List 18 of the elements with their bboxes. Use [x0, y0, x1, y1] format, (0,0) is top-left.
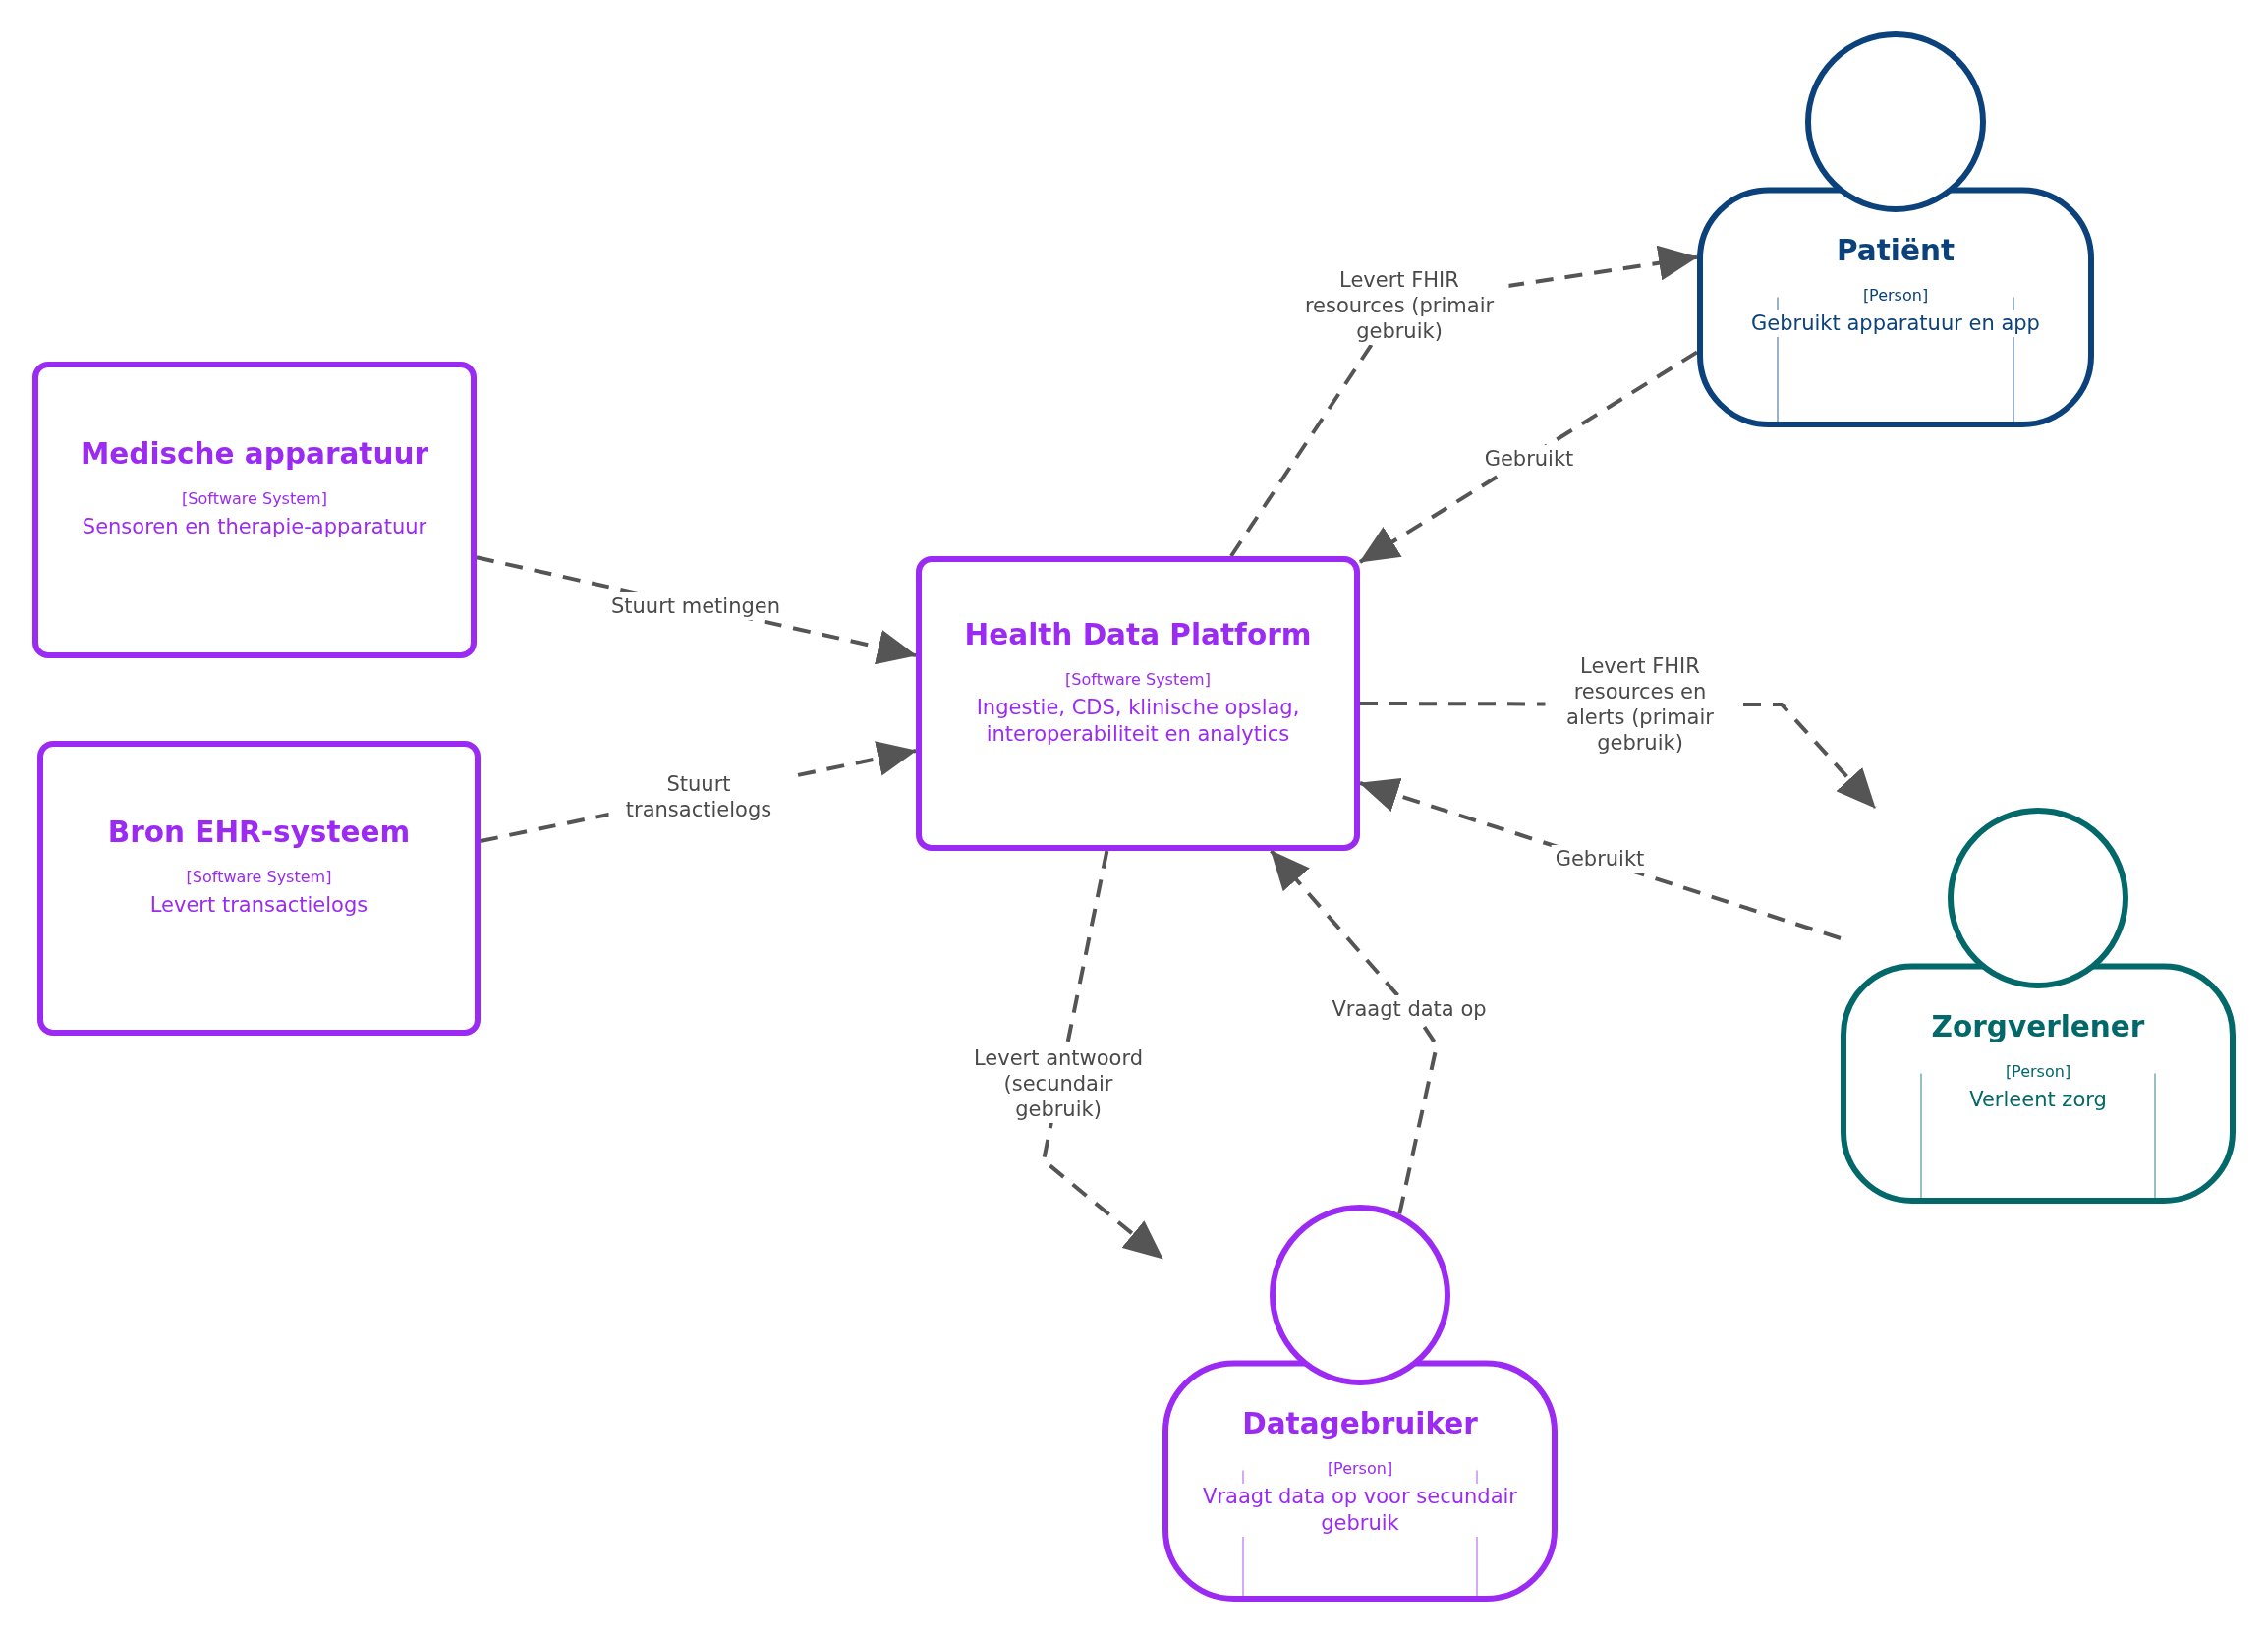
node-title: Medische apparatuur [80, 436, 429, 472]
node-type-label: [Person] [1862, 287, 1929, 306]
node-type-label: [Person] [2005, 1063, 2071, 1082]
node-type-label: [Person] [1327, 1460, 1393, 1479]
dashed-arrow [1270, 849, 1440, 1214]
node-title: Zorgverlener [1931, 1009, 2145, 1045]
node-type-label: [Software System] [182, 490, 327, 508]
node-description: Gebruikt apparatuur en app [1751, 310, 2040, 338]
node-title: Patiënt [1836, 233, 1956, 269]
system-box [916, 556, 1360, 851]
node-title: Bron EHR-systeem [107, 815, 411, 850]
node-title: Health Data Platform [964, 616, 1312, 652]
dashed-arrow [1358, 350, 1699, 564]
node-title: Datagebruiker [1242, 1406, 1478, 1442]
system-box [37, 741, 481, 1036]
node-type-label: [Software System] [1065, 670, 1211, 689]
node-type-label: [Software System] [186, 869, 332, 886]
system-box [32, 362, 477, 658]
